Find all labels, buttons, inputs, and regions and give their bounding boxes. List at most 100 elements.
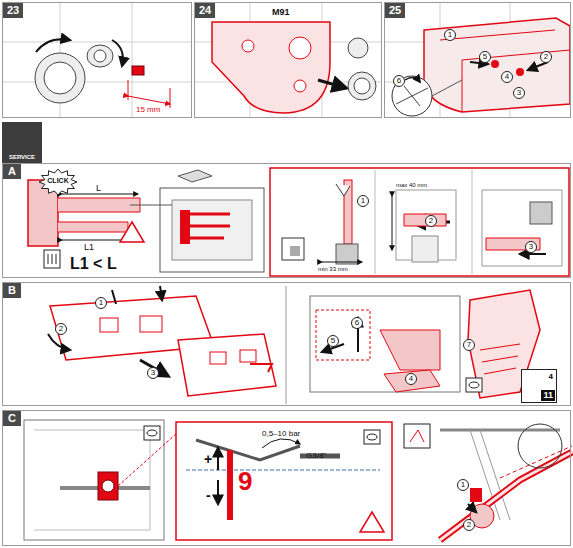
frame-adjustment-illustration-part xyxy=(392,196,393,250)
callout-number: 1 xyxy=(444,29,456,41)
water-connection-illustration-part xyxy=(470,488,482,502)
gasket-illustration-part xyxy=(212,22,330,113)
frame-adjustment-illustration-part xyxy=(322,262,362,263)
actuator-plate-illustration-part xyxy=(140,316,162,332)
callout-text: 6 xyxy=(355,319,359,327)
water-connection-illustration-part xyxy=(34,430,150,530)
water-connection-illustration-part xyxy=(118,434,176,486)
dimension-label: L xyxy=(96,184,101,193)
water-connection-illustration xyxy=(24,420,572,540)
panel-number: A xyxy=(3,164,21,179)
node-text: CLICK xyxy=(39,177,77,185)
rule-text: L1 < L xyxy=(70,256,117,272)
callout-text: 2 xyxy=(544,53,548,61)
wall-pipe-illustration-part xyxy=(44,62,76,94)
pressure-label: 0,5–10 bar xyxy=(262,430,300,438)
frame-adjustment-illustration-part xyxy=(48,254,56,264)
frame-adjustment-illustration-part xyxy=(120,222,144,242)
water-connection-illustration-part xyxy=(144,426,160,440)
dimension-label: L1 xyxy=(84,243,94,252)
panel-number: C xyxy=(3,411,21,426)
dimension-label: min 33 mm xyxy=(318,266,348,272)
gasket-illustration-part xyxy=(318,80,346,88)
gasket-illustration-part xyxy=(242,40,254,52)
frame-adjustment-illustration-part xyxy=(178,170,212,182)
actuator-plate-illustration-part xyxy=(310,296,460,392)
callout-text: 2 xyxy=(429,217,433,225)
actuator-plate-illustration-part xyxy=(250,364,272,372)
toilet-mounting-illustration-part xyxy=(392,76,432,116)
frame-adjustment-illustration-part xyxy=(270,168,569,276)
sign-label: - xyxy=(206,488,211,502)
frame-adjustment-illustration-part xyxy=(44,250,60,268)
water-connection-illustration-part xyxy=(440,452,572,540)
water-connection-illustration-part xyxy=(102,480,114,492)
actuator-plate-illustration-part xyxy=(466,378,482,392)
gasket-illustration-part xyxy=(348,38,368,58)
water-connection-illustration-part xyxy=(147,430,157,436)
frame-adjustment-illustration xyxy=(28,168,569,276)
callout-number: 2 xyxy=(55,323,67,335)
frame-adjustment-illustration-part xyxy=(62,194,138,195)
frame-adjustment-illustration-part xyxy=(404,214,446,226)
toilet-mounting-illustration-part xyxy=(424,18,570,112)
gasket-illustration xyxy=(195,3,381,117)
node-text: SERVICE xyxy=(2,154,42,161)
callout-number: 3 xyxy=(525,241,537,253)
water-connection-illustration-part xyxy=(364,430,380,444)
water-connection-illustration-part xyxy=(440,452,572,540)
callout-text: 4 xyxy=(409,375,413,383)
water-connection-illustration-part xyxy=(440,429,560,432)
water-connection-illustration-part xyxy=(176,422,392,540)
gasket-illustration-part xyxy=(294,80,306,92)
callout-text: 1 xyxy=(448,31,452,39)
callout-number: 5 xyxy=(479,51,491,63)
callout-number: 6 xyxy=(351,317,363,329)
callout-text: 7 xyxy=(467,341,471,349)
callout-text: 1 xyxy=(461,481,465,489)
callout-number: 1 xyxy=(457,479,469,491)
wall-pipe-illustration-part xyxy=(128,80,170,108)
size-number: 9 xyxy=(238,468,252,494)
callout-number: 3 xyxy=(147,367,159,379)
toilet-mounting-illustration-part xyxy=(432,80,462,96)
water-connection-illustration-part xyxy=(262,439,300,448)
callout-text: 4 xyxy=(505,73,509,81)
service-badge: SERVICE xyxy=(2,122,42,163)
actuator-plate-illustration-part xyxy=(48,334,70,350)
burst-shape xyxy=(39,169,77,195)
reference-table: 411 xyxy=(521,369,557,403)
frame-adjustment-illustration-part xyxy=(282,238,304,260)
water-connection-illustration-part xyxy=(24,420,164,540)
wall-pipe-illustration-part xyxy=(35,53,85,103)
actuator-plate-illustration-part xyxy=(210,352,226,364)
frame-adjustment-illustration-part xyxy=(530,202,552,224)
toilet-mounting-illustration-part xyxy=(440,30,570,112)
wall-pipe-illustration-part xyxy=(3,3,191,117)
callout-text: 2 xyxy=(467,521,471,529)
step-panel: 25123456 xyxy=(384,2,571,118)
gasket-illustration-part xyxy=(354,78,370,94)
water-connection-illustration-part xyxy=(217,448,219,470)
section-panel: B1234567411 xyxy=(2,282,571,406)
wall-pipe-illustration-part xyxy=(94,50,106,62)
callout-number: 2 xyxy=(540,51,552,63)
frame-adjustment-illustration-part xyxy=(58,198,140,212)
frame-adjustment-illustration-part xyxy=(290,246,300,256)
water-connection-illustration-part xyxy=(468,504,476,512)
callout-number: 7 xyxy=(463,339,475,351)
actuator-plate-illustration-part xyxy=(178,334,276,396)
actuator-plate-illustration-part xyxy=(316,310,370,360)
water-connection-illustration-part xyxy=(500,446,572,478)
sign-label: + xyxy=(204,452,212,466)
wall-pipe-illustration-part xyxy=(128,96,170,104)
water-connection-illustration-part xyxy=(186,470,380,471)
dimension-label: max 40 mm xyxy=(396,182,427,188)
gasket-illustration-part xyxy=(348,72,376,100)
callout-number: 4 xyxy=(501,71,513,83)
frame-adjustment-illustration-part xyxy=(130,205,172,206)
gasket-illustration-part xyxy=(195,3,381,117)
panel-number: 24 xyxy=(195,3,215,18)
frame-adjustment-illustration-part xyxy=(62,240,128,241)
